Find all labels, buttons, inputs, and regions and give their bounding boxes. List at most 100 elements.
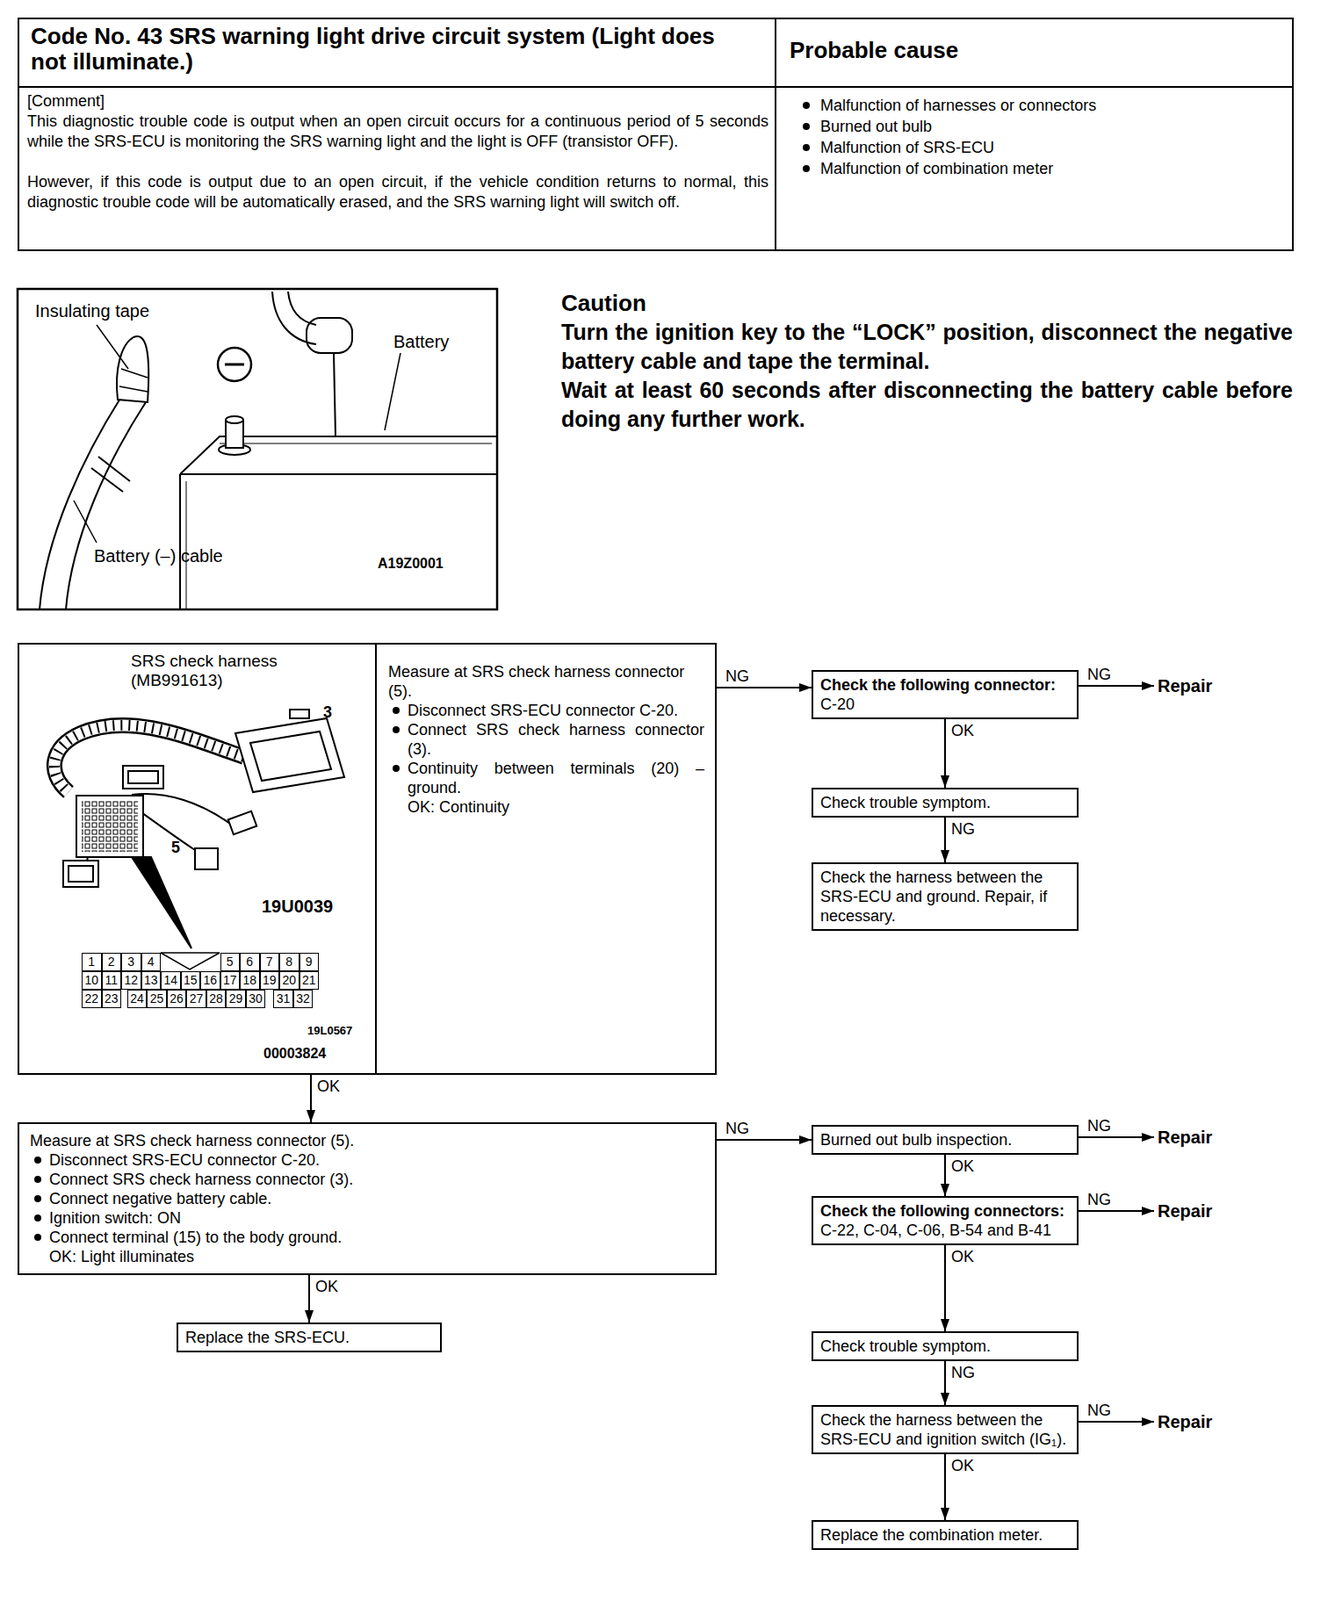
bullet-dot bbox=[802, 144, 810, 152]
pin-number: 28 bbox=[206, 989, 227, 1009]
edge-label: OK bbox=[949, 1248, 976, 1266]
table-cell: Probable cause bbox=[789, 37, 1141, 64]
bullet-item: Disconnect SRS-ECU connector C-20. bbox=[388, 700, 705, 721]
edge-label: OK bbox=[949, 1157, 976, 1176]
flow-arrow bbox=[1078, 1210, 1155, 1213]
process-box: Measure at SRS check harness connector (… bbox=[17, 642, 717, 1076]
pin-number: 3 bbox=[121, 952, 142, 972]
flow-arrow bbox=[944, 719, 946, 788]
pin-number: 7 bbox=[259, 952, 281, 972]
edge-label: OK bbox=[949, 721, 976, 740]
step-text: Disconnect SRS-ECU connector C-20. bbox=[407, 700, 705, 721]
step-text: Repair bbox=[1157, 675, 1248, 697]
caption-text: Battery (–) cable bbox=[93, 545, 314, 567]
pin-number: 13 bbox=[141, 971, 162, 990]
edge-label: NG bbox=[1085, 665, 1113, 684]
pin-number: 27 bbox=[186, 989, 207, 1009]
caption-text: A19Z0001 bbox=[377, 555, 488, 573]
pin-number: 22 bbox=[81, 989, 102, 1009]
edge-label: OK bbox=[315, 1077, 342, 1096]
bullet-dot bbox=[802, 165, 810, 173]
table-cell: However, if this code is output due to a… bbox=[27, 172, 769, 213]
pin-number: 18 bbox=[239, 971, 260, 990]
bullet-dot bbox=[34, 1156, 42, 1164]
flow-arrow bbox=[1078, 685, 1155, 687]
part-label: 00003824 bbox=[263, 1045, 369, 1063]
bullet-dot bbox=[392, 726, 400, 734]
pin-number: 4 bbox=[141, 952, 162, 972]
step-text: Connect SRS check harness connector (3). bbox=[49, 1169, 705, 1190]
caption-text: Wait at least 60 seconds after disconnec… bbox=[561, 375, 1293, 434]
flow-arrow bbox=[716, 1139, 812, 1141]
pin-number: 23 bbox=[101, 989, 123, 1009]
flow-arrow bbox=[944, 1454, 946, 1521]
pin-number: 1 bbox=[81, 952, 102, 972]
flow-arrow bbox=[944, 1361, 946, 1406]
step-heading: Check the following connectors: bbox=[820, 1201, 1070, 1221]
flow-arrow bbox=[310, 1075, 312, 1123]
step-text: Burned out bulb inspection. bbox=[820, 1130, 1070, 1150]
pin-number: 26 bbox=[166, 989, 188, 1009]
step-text: Check trouble symptom. bbox=[820, 1336, 1070, 1357]
step-text: Connect terminal (15) to the body ground… bbox=[49, 1227, 705, 1248]
step-text: Measure at SRS check harness connector (… bbox=[388, 662, 705, 701]
bullet-dot bbox=[802, 101, 810, 109]
pin-number: 15 bbox=[180, 971, 202, 990]
step-text: Check trouble symptom. bbox=[820, 793, 1070, 813]
pin-number: 5 bbox=[220, 952, 241, 972]
bullet-item: Connect negative battery cable. bbox=[29, 1189, 705, 1209]
process-box: Check trouble symptom. bbox=[811, 1331, 1079, 1362]
table-cell: Burned out bulb bbox=[820, 116, 1278, 137]
process-box: Check the harness between the SRS-ECU an… bbox=[811, 862, 1079, 931]
step-text: Repair bbox=[1157, 1126, 1248, 1148]
pin-number: 2 bbox=[101, 952, 123, 972]
repair-text: Repair bbox=[1154, 1126, 1251, 1148]
pin-number: 6 bbox=[239, 952, 260, 972]
flow-arrow bbox=[944, 1245, 946, 1332]
flow-arrow bbox=[944, 1154, 946, 1197]
caption-text: Caution bbox=[561, 288, 825, 318]
repair-text: Repair bbox=[1154, 1411, 1251, 1433]
step-text: Disconnect SRS-ECU connector C-20. bbox=[49, 1150, 705, 1170]
process-box: Check the following connectors:C-22, C-0… bbox=[811, 1196, 1079, 1246]
step-text: Repair bbox=[1157, 1411, 1248, 1433]
table-cell: [Comment] bbox=[27, 91, 765, 112]
bullet-dot bbox=[34, 1195, 42, 1203]
pin-number: 19 bbox=[259, 971, 281, 990]
edge-label: NG bbox=[723, 667, 751, 686]
pin-number: 31 bbox=[273, 989, 294, 1009]
step-text: OK: Continuity bbox=[388, 797, 705, 817]
edge-label: OK bbox=[949, 1457, 976, 1475]
step-text: Connect negative battery cable. bbox=[49, 1189, 705, 1209]
table-cell: Malfunction of SRS-ECU bbox=[820, 137, 1278, 158]
bullet-item: Connect terminal (15) to the body ground… bbox=[29, 1227, 705, 1248]
pin-number: 16 bbox=[200, 971, 221, 990]
part-label: SRS check harness (MB991613) bbox=[130, 651, 285, 691]
battery-illustration bbox=[17, 288, 498, 610]
step-text: Replace the SRS-ECU. bbox=[185, 1327, 433, 1348]
step-text: Check the harness between the SRS-ECU an… bbox=[820, 1410, 1070, 1450]
step-text: Measure at SRS check harness connector (… bbox=[29, 1131, 705, 1151]
part-label: 3 bbox=[323, 703, 341, 722]
bullet-dot bbox=[392, 764, 400, 773]
pin-number: 30 bbox=[245, 989, 267, 1009]
bullet-item: Ignition switch: ON bbox=[29, 1208, 705, 1228]
table-cell: Malfunction of harnesses or connectors bbox=[820, 95, 1278, 116]
caption-text: Insulating tape bbox=[35, 300, 211, 322]
step-text: OK: Light illuminates bbox=[29, 1247, 705, 1267]
caption-text: Battery bbox=[393, 331, 491, 353]
pin-number: 25 bbox=[146, 989, 167, 1009]
pin-number: 21 bbox=[299, 971, 320, 990]
flow-arrow bbox=[308, 1275, 311, 1323]
flow-arrow bbox=[716, 686, 812, 689]
table-frame bbox=[18, 18, 1293, 251]
process-box: Measure at SRS check harness connector (… bbox=[17, 1122, 717, 1276]
edge-label: OK bbox=[313, 1277, 340, 1296]
edge-label: NG bbox=[949, 1363, 977, 1382]
step-text: Ignition switch: ON bbox=[49, 1208, 705, 1228]
bullet-dot bbox=[34, 1214, 42, 1222]
bullet-item: Continuity between terminals (20) – grou… bbox=[388, 758, 705, 798]
flow-arrow bbox=[1078, 1136, 1155, 1139]
pin-number: 9 bbox=[299, 952, 320, 972]
